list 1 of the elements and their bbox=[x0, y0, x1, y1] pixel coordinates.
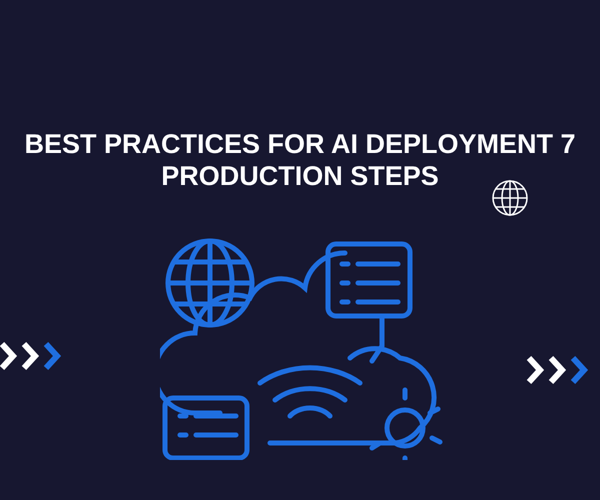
title: BEST PRACTICES FOR AI DEPLOYMENT 7 PRODUCTION STEPS bbox=[23, 128, 577, 192]
